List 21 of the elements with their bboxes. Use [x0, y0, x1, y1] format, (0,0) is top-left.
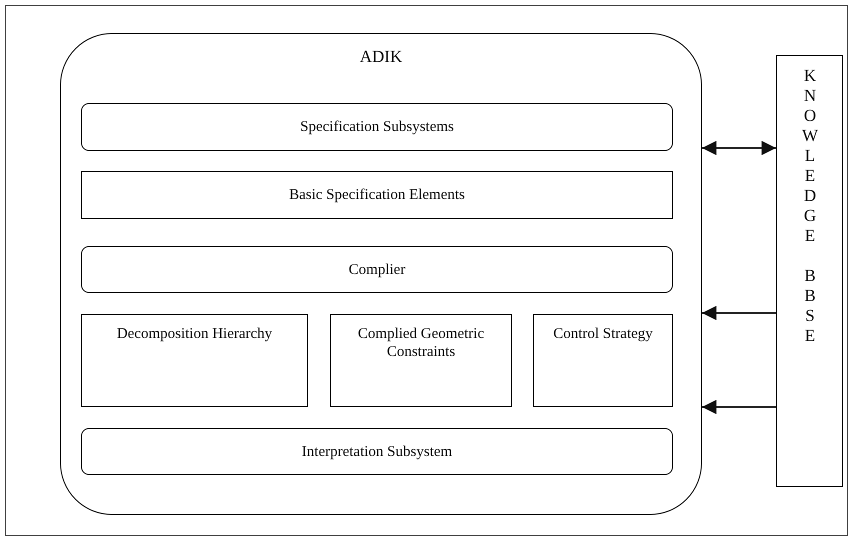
box-label: Decomposition Hierarchy: [116, 325, 274, 343]
box-label: Complied Geometric Constraints: [356, 325, 486, 361]
rounded-box: [81, 246, 673, 293]
container-title: ADIK: [358, 48, 404, 66]
system-container: [60, 33, 702, 515]
arrow: [702, 140, 776, 156]
box-label: Specification Subsystems: [299, 118, 455, 136]
box-label: Basic Specification Elements: [288, 186, 466, 204]
process-box: [81, 171, 673, 219]
process-box: [81, 314, 308, 407]
box-label: KNOWLEDGE BBSE: [800, 66, 820, 346]
arrow: [702, 400, 776, 414]
box-label: Complier: [348, 261, 406, 279]
process-box: [330, 314, 512, 407]
box-label: Interpretation Subsystem: [300, 443, 454, 461]
rounded-box: [81, 103, 673, 151]
arrow: [702, 306, 776, 320]
process-box: [533, 314, 673, 407]
rounded-box: [81, 428, 673, 475]
knowledge-base-box: [776, 55, 843, 487]
box-label: Control Strategy: [552, 325, 654, 343]
